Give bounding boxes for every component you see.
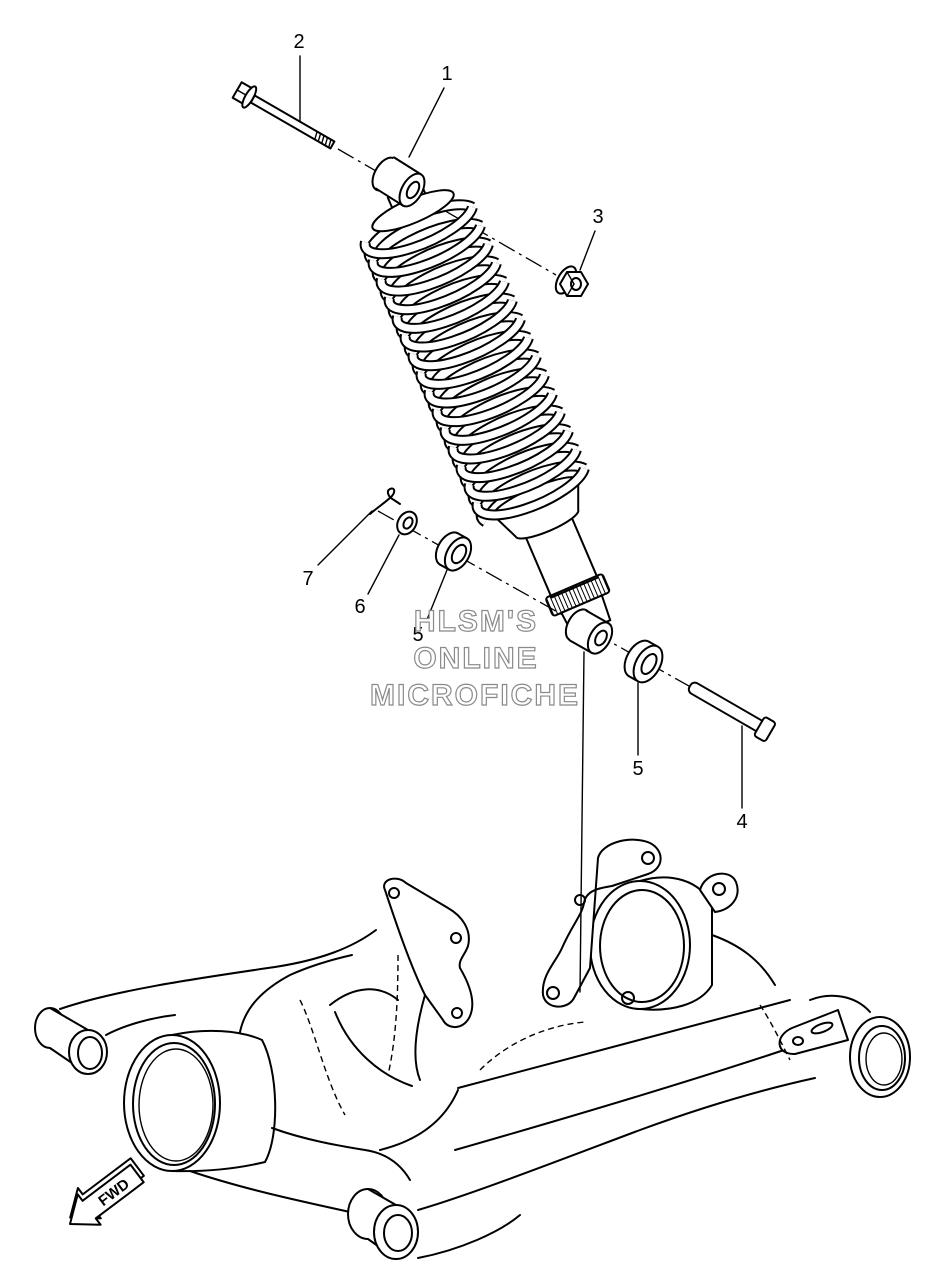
spring-coil-front (425, 355, 540, 407)
cotter-clip (369, 487, 401, 515)
front-cross-tube-boss (347, 1188, 419, 1260)
shock-lower-eye (564, 608, 614, 655)
callout-3: 3 (592, 206, 603, 228)
swingarm (34, 838, 911, 1260)
shock-to-bracket-line (579, 651, 585, 993)
callout-1: 1 (441, 63, 452, 85)
watermark-line-3: MICROFICHE (370, 679, 580, 712)
shock-upper-eye (371, 156, 426, 208)
flange-nut (554, 265, 589, 297)
watermark: HLSM'S ONLINE MICROFICHE (369, 604, 580, 712)
spring-coil-front (393, 280, 508, 332)
forward-arrow-icon: FWD (69, 1157, 145, 1226)
hidden-edges (299, 954, 791, 1116)
spring-coils-front (359, 205, 590, 521)
washer (396, 510, 418, 536)
shock-mount-bracket (541, 838, 776, 1011)
spring-coil-front (409, 317, 524, 370)
callout-7: 7 (302, 568, 313, 590)
spring-coil-front (369, 224, 484, 276)
crossmember (417, 999, 816, 1259)
left-arm-inner-edge (239, 954, 353, 1033)
spring-coil-front (377, 243, 492, 295)
spring-coil-front (473, 467, 588, 519)
spring-coil-front (449, 411, 564, 463)
left-arm-upper-edge (59, 929, 377, 1010)
collar-right (623, 639, 664, 684)
upper-mount-axis (337, 148, 557, 276)
watermark-line-2: ONLINE (413, 642, 538, 675)
left-pivot-boss (34, 1007, 108, 1075)
spring-coil-front (457, 429, 572, 482)
leader-lines (299, 55, 743, 809)
spring-coil-front (441, 392, 556, 444)
callout-6: 6 (354, 596, 365, 618)
spring-coil-front (361, 206, 476, 258)
lower-pin-bolt (687, 681, 776, 742)
callout-5-right: 5 (632, 758, 643, 780)
spring-coil-front (417, 336, 532, 388)
axle-housing-drum (123, 1029, 277, 1173)
spring-coil-front (401, 299, 516, 351)
collar-left (434, 531, 473, 572)
spring-coil-front (385, 262, 500, 314)
right-pivot-boss (778, 994, 911, 1098)
upper-bolt (231, 81, 336, 150)
spring-coil-front (465, 448, 580, 500)
callout-5-left: 5 (412, 624, 423, 646)
left-upper-bracket (383, 877, 474, 1081)
callout-2: 2 (293, 31, 304, 53)
spring-coil-front (433, 373, 548, 426)
watermark-line-1: HLSM'S (414, 605, 538, 638)
callouts: 2 1 3 7 6 5 5 4 (293, 31, 747, 833)
callout-4: 4 (736, 811, 747, 833)
shock-absorber (359, 182, 612, 637)
